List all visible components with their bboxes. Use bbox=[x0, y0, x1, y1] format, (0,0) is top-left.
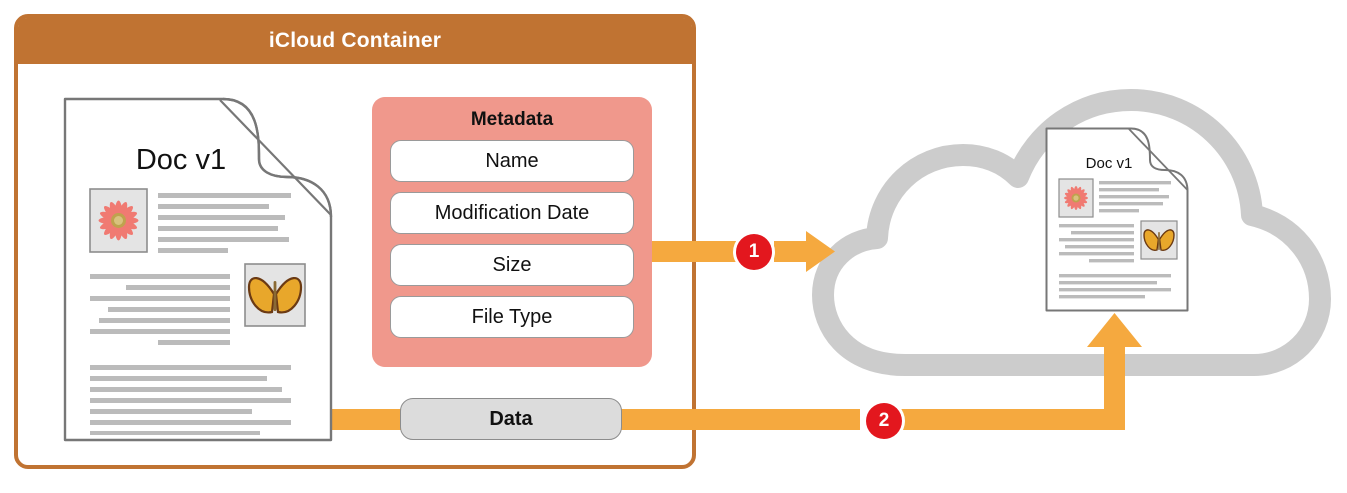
metadata-field-file-type[interactable]: File Type bbox=[390, 296, 634, 338]
metadata-field-name[interactable]: Name bbox=[390, 140, 634, 182]
flower-thumbnail bbox=[1058, 178, 1094, 218]
local-document: Doc v1 bbox=[63, 97, 333, 442]
document-text-lines bbox=[90, 193, 291, 435]
metadata-title: Metadata bbox=[470, 109, 554, 130]
butterfly-thumbnail bbox=[244, 263, 306, 327]
cloud-document: Doc v1 bbox=[1045, 127, 1189, 312]
butterfly-thumbnail bbox=[1140, 220, 1178, 260]
flower-thumbnail bbox=[89, 188, 148, 253]
metadata-panel: Metadata Name Modification Date Size Fil… bbox=[372, 97, 652, 367]
icloud-container-title: iCloud Container bbox=[18, 18, 692, 64]
step-badge-1: 1 bbox=[736, 234, 772, 270]
step-badge-2: 2 bbox=[866, 403, 902, 439]
document-text-lines bbox=[1059, 181, 1171, 299]
metadata-field-modification-date[interactable]: Modification Date bbox=[390, 192, 634, 234]
data-channel-label[interactable]: Data bbox=[400, 398, 622, 440]
metadata-field-size[interactable]: Size bbox=[390, 244, 634, 286]
cloud-document-title: Doc v1 bbox=[1086, 155, 1133, 172]
local-document-title: Doc v1 bbox=[136, 144, 226, 176]
